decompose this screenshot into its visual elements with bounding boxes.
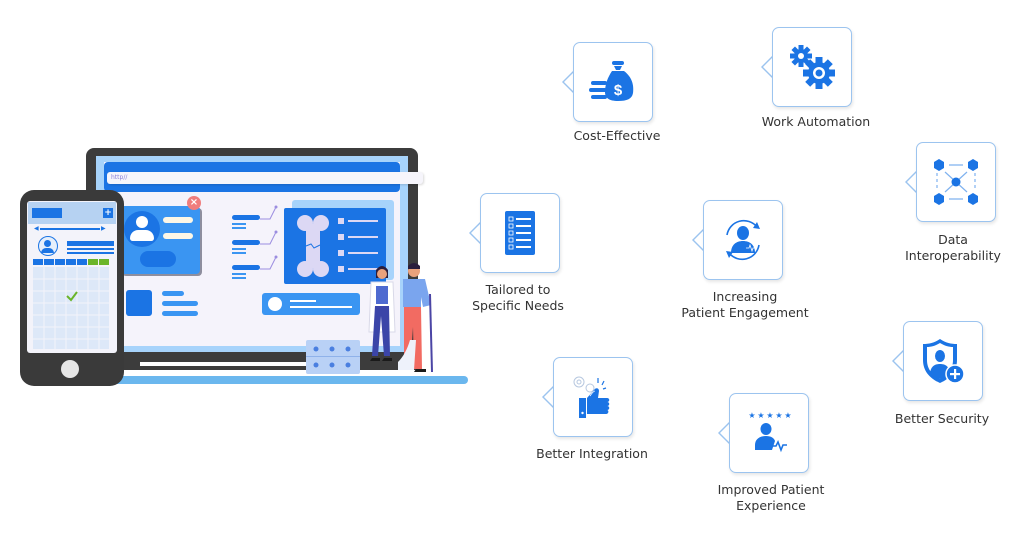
close-icon: × (187, 196, 201, 210)
info-pill-line (290, 306, 352, 308)
feature-label-patient-engagement: Increasing Patient Engagement (681, 289, 808, 321)
profile-line (163, 217, 193, 223)
money-bag-icon: $ (589, 61, 634, 101)
list-line (232, 273, 246, 275)
text-line (162, 291, 184, 296)
phone-avatar-head (44, 240, 51, 247)
label-line: Interoperability (905, 248, 1001, 263)
thumbs-up-gears-icon (573, 376, 610, 418)
label-line: Specific Needs (472, 298, 564, 313)
list-line (232, 240, 260, 245)
label-line: Better Integration (536, 446, 648, 461)
list-line (232, 265, 260, 270)
svg-text:$: $ (614, 82, 623, 99)
label-line: Increasing (712, 289, 778, 304)
feature-label-tailored: Tailored to Specific Needs (472, 282, 564, 314)
phone-title-bar (32, 208, 62, 218)
list-line (232, 215, 260, 220)
avatar-body (130, 230, 154, 241)
svg-text:★: ★ (757, 411, 764, 420)
shield-user-icon (923, 339, 965, 384)
svg-text:★: ★ (775, 411, 782, 420)
feature-card-better-integration (542, 357, 633, 437)
phone-nav-bar (40, 228, 100, 230)
list-line (232, 227, 246, 229)
label-line: Cost-Effective (573, 128, 661, 143)
gears-icon (790, 45, 835, 89)
list-line (232, 252, 246, 254)
text-line (162, 301, 198, 306)
feature-label-data-interoperability: Data Interoperability (905, 232, 1001, 264)
network-nodes-icon (934, 159, 978, 205)
phone-line (67, 248, 114, 250)
checklist-icon (505, 211, 535, 255)
feature-label-work-automation: Work Automation (762, 114, 870, 130)
feature-card-patient-experience: ★★★★★ (718, 393, 809, 473)
svg-text:★: ★ (784, 411, 791, 420)
rated-patient-icon: ★★★★★ (748, 411, 792, 453)
info-pill-line (290, 300, 316, 302)
feature-card-patient-engagement (692, 200, 783, 280)
label-line: Patient Engagement (681, 305, 809, 320)
label-line: Experience (736, 498, 806, 513)
connector-lines (260, 205, 278, 270)
desk (112, 376, 468, 384)
doctor-patient-figures (368, 263, 433, 373)
feature-card-tailored (469, 193, 560, 273)
list-line (232, 277, 246, 279)
feature-label-better-security: Better Security (895, 411, 989, 427)
url-bar: http// (107, 172, 423, 184)
label-line: Work Automation (761, 114, 871, 129)
chevron-right-icon: ▶ (101, 225, 106, 232)
info-pill (262, 293, 360, 315)
card-box (553, 357, 633, 437)
label-line: Better Security (894, 411, 990, 426)
feature-label-cost-effective: Cost-Effective (574, 128, 661, 144)
profile-button (140, 251, 176, 267)
pill-pack (306, 340, 360, 374)
thumbnail (126, 290, 152, 316)
text-line (162, 311, 198, 316)
label-line: Tailored to (485, 282, 551, 297)
add-icon: + (103, 208, 113, 218)
feature-card-data-interoperability (905, 142, 996, 222)
phone-line (67, 241, 114, 246)
home-button (61, 360, 79, 378)
bone-icon (297, 215, 329, 277)
feature-label-patient-experience: Improved Patient Experience (718, 482, 825, 514)
calendar-grid (33, 259, 109, 349)
profile-line (163, 233, 193, 239)
star-icon: ★ (748, 411, 755, 420)
smartphone-header (28, 202, 116, 224)
checkmark-icon (66, 291, 78, 302)
monitor-base-stripe (140, 362, 310, 366)
feature-card-cost-effective: $ (562, 42, 653, 122)
svg-text:★: ★ (766, 411, 773, 420)
avatar-head (136, 216, 148, 228)
feature-label-better-integration: Better Integration (536, 446, 648, 462)
chevron-left-icon: ◀ (34, 225, 39, 232)
list-line (232, 223, 246, 225)
feature-card-work-automation (761, 27, 852, 107)
feature-card-better-security (892, 321, 983, 401)
label-line: Data (938, 232, 968, 247)
info-pill-dot (268, 297, 282, 311)
patient-cycle-icon (726, 219, 760, 261)
phone-line (67, 252, 114, 254)
list-line (232, 248, 246, 250)
label-line: Improved Patient (717, 482, 825, 497)
phone-avatar-body (41, 248, 54, 253)
